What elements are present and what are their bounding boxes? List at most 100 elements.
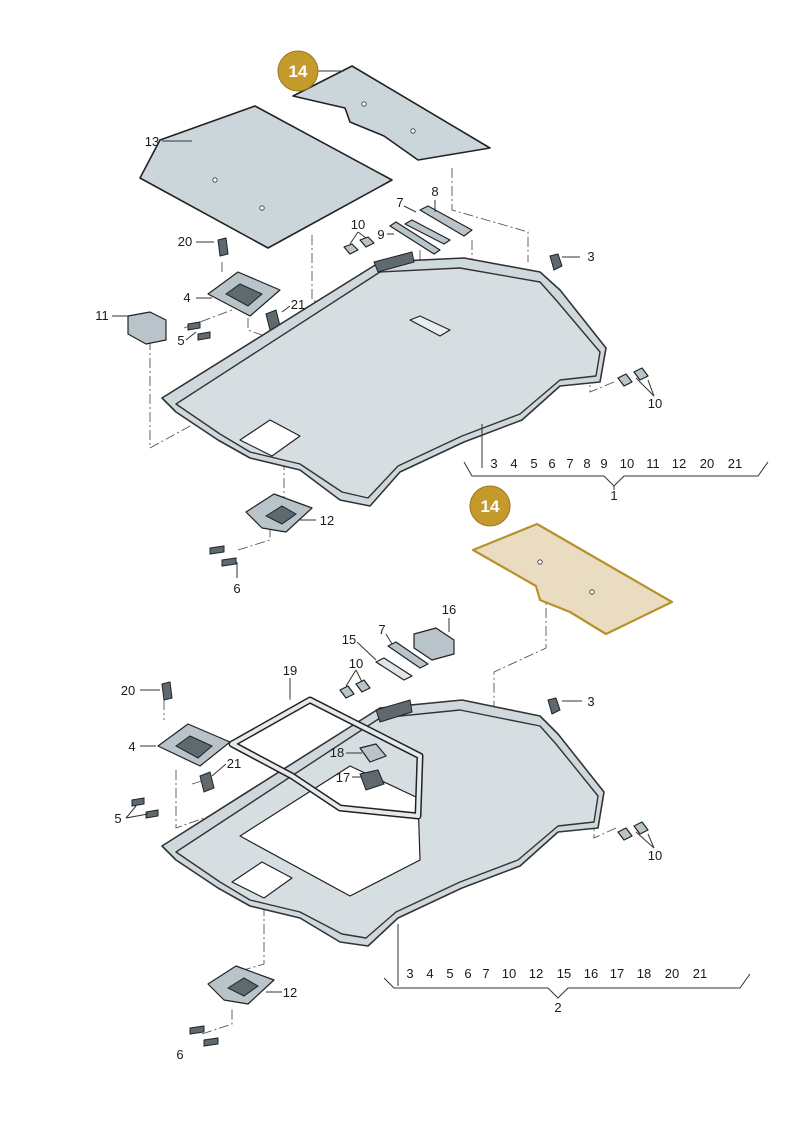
headliner-2 [161,699,605,947]
part-6-screws [209,545,237,567]
headliner-1 [161,251,607,507]
assembly-1-part-1: 4 [510,456,517,471]
assembly-2-part-2: 5 [446,966,453,981]
callout-10-rear-2: 10 [648,848,662,863]
assembly-2-part-1: 4 [426,966,433,981]
callout-10-front: 10 [351,217,365,232]
assembly-2-part-10: 18 [637,966,651,981]
part-7-frame [387,641,429,669]
callout-15: 15 [342,632,356,647]
part-3-clip [549,253,563,271]
assembly-2-part-3: 6 [464,966,471,981]
assembly-2-callouts: 14 16 15 7 10 19 20 3 4 18 21 17 5 10 12… [114,485,662,1062]
assembly-1-part-9: 12 [672,456,686,471]
callout-6-2: 6 [176,1047,183,1062]
part-3-clip-2 [547,697,561,715]
part-6-screws-2 [189,1025,219,1047]
part-19-frame [228,696,424,820]
assembly-2: 14 16 15 7 10 19 20 3 4 18 21 17 5 10 12… [114,485,751,1062]
callout-20-2: 20 [121,683,135,698]
part-17-connector [359,769,385,791]
part-15-strip [375,657,413,681]
part-14-panel [292,65,491,161]
part-8-strip [419,205,473,237]
assembly-2-part-8: 16 [584,966,598,981]
assembly-2-part-11: 20 [665,966,679,981]
callout-10-rear: 10 [648,396,662,411]
part-12-console-2 [207,965,275,1005]
part-21-sensor-2 [199,771,215,793]
part-11-block [127,311,167,345]
assembly-1-part-10: 20 [700,456,714,471]
assembly-1-part-5: 8 [583,456,590,471]
callout-5: 5 [177,333,184,348]
highlight-badge-2 [469,485,511,527]
assembly-1-callouts: 14 13 8 7 9 10 20 3 4 21 11 5 10 12 6 [95,50,662,596]
assembly-2-part-0: 3 [406,966,413,981]
callout-4-2: 4 [128,739,135,754]
callout-3: 3 [587,249,594,264]
callout-16: 16 [442,602,456,617]
assembly-2-part-9: 17 [610,966,624,981]
assembly-2-part-6: 12 [529,966,543,981]
part-4-console [207,271,281,317]
callout-4: 4 [183,290,190,305]
assembly-1-part-11: 21 [728,456,742,471]
assembly-1-part-3: 6 [548,456,555,471]
part-10-clips-front [343,236,375,255]
callout-7-2: 7 [378,622,385,637]
callout-11: 11 [95,308,109,323]
callout-14-top: 14 [289,62,308,81]
part-7-9-strips [389,219,451,255]
part-10-clips-rear-2 [617,821,649,841]
callout-20: 20 [178,234,192,249]
assembly-1-part-7: 10 [620,456,634,471]
assembly-2-part-5: 10 [502,966,516,981]
assembly-1-number: 1 [610,488,617,503]
assembly-1-part-6: 9 [600,456,607,471]
assembly-1-leaders [112,70,769,578]
callout-17: 17 [336,770,350,785]
callout-5-2: 5 [114,811,121,826]
assembly-2-part-12: 21 [693,966,707,981]
part-13-panel [139,105,393,249]
part-12-console [245,493,313,533]
assembly-1-part-2: 5 [530,456,537,471]
part-5-screws [187,321,211,341]
assembly-2-part-4: 7 [482,966,489,981]
part-10-clips-front-2 [339,679,371,699]
part-14-panel-highlighted [471,522,674,636]
assembly-1-part-4: 7 [566,456,573,471]
callout-19: 19 [283,663,297,678]
callout-3-2: 3 [587,694,594,709]
assembly-2-leaders [125,618,751,999]
callout-21-2: 21 [227,756,241,771]
assembly-1-parts-list: 3 4 5 6 7 8 9 10 11 12 20 21 1 [490,456,742,503]
assembly-2-number: 2 [554,1000,561,1015]
callout-14-highlighted: 14 [481,497,500,516]
assembly-2-parts-list: 3 4 5 6 7 10 12 15 16 17 18 20 21 2 [406,966,707,1015]
part-16-block [413,627,455,661]
part-4-console-2 [157,723,231,767]
callout-13: 13 [145,134,159,149]
callout-12: 12 [320,513,334,528]
callout-9: 9 [377,227,384,242]
assembly-2-part-7: 15 [557,966,571,981]
callout-7: 7 [396,195,403,210]
callout-10-front-2: 10 [349,656,363,671]
assembly-1-part-0: 3 [490,456,497,471]
highlight-badge-1 [277,50,319,92]
callout-6: 6 [233,581,240,596]
callout-8: 8 [431,184,438,199]
part-20-pin [217,237,229,257]
assembly-1: 14 13 8 7 9 10 20 3 4 21 11 5 10 12 6 3 … [95,50,769,596]
callout-12-2: 12 [283,985,297,1000]
part-10-clips-rear [617,367,649,387]
assembly-1-part-8: 11 [646,456,660,471]
callout-18: 18 [330,745,344,760]
part-20-pin-2 [161,681,173,701]
part-5-screws-2 [131,797,159,819]
part-18-bracket [359,743,387,763]
callout-21: 21 [291,297,305,312]
